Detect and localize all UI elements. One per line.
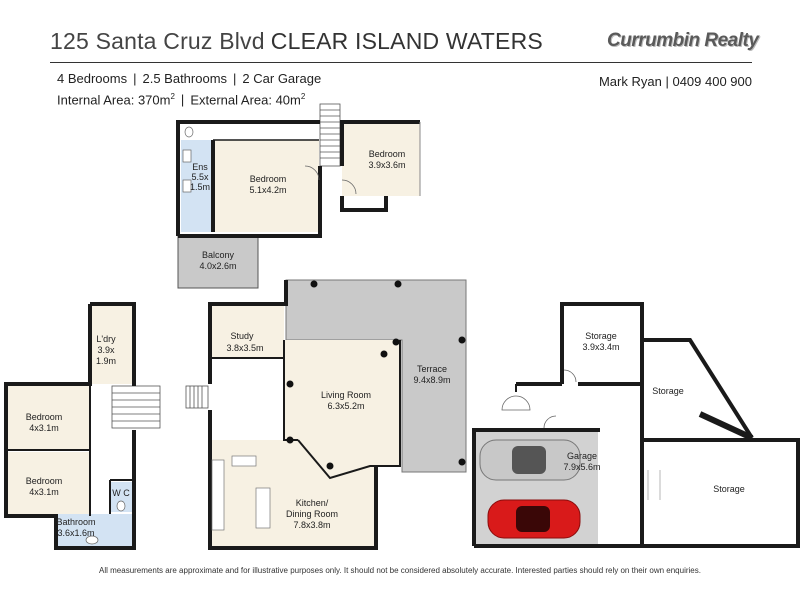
agent-phone[interactable]: 0409 400 900	[672, 74, 752, 89]
basin-icon	[182, 149, 192, 163]
specs-line-2: Internal Area: 370m2|External Area: 40m2	[57, 88, 321, 109]
right-wing	[472, 302, 800, 548]
upper-bedroom-label: Bedroom	[369, 149, 406, 159]
main-bedroom-area	[213, 140, 319, 232]
street-address: 125 Santa Cruz Blvd	[50, 28, 265, 54]
bedroom-a-area	[6, 386, 90, 450]
kitchen-island	[255, 487, 271, 529]
internal-area: Internal Area: 370m	[57, 92, 171, 108]
kitchen-bench	[211, 459, 225, 531]
ensuite-dim-2: 1.5m	[190, 182, 210, 192]
bathroom-label: Bathroom	[56, 517, 95, 527]
door-swing	[501, 395, 531, 411]
toilet-icon	[184, 126, 194, 138]
laundry-label: L'dry	[96, 334, 116, 344]
laundry-area	[92, 304, 134, 384]
upper-bedroom-dim: 3.9x3.6m	[368, 160, 405, 170]
spec-separator: |	[133, 71, 137, 86]
bedrooms-count: 4 Bedrooms	[57, 71, 128, 86]
bedroom-a-dim: 4x3.1m	[29, 423, 59, 433]
bedroom-a-label: Bedroom	[26, 412, 63, 422]
kitchen-label-2: Dining Room	[286, 509, 338, 519]
door-swing	[341, 179, 357, 195]
storage-a-area	[562, 304, 640, 382]
agent-separator: |	[665, 74, 669, 89]
header-divider	[50, 62, 752, 63]
garage-count: 2 Car Garage	[242, 71, 322, 86]
property-specs: 4 Bedrooms | 2.5 Bathrooms | 2 Car Garage In…	[57, 70, 321, 109]
upper-bedroom-area	[342, 122, 420, 196]
laundry-dim-2: 1.9m	[96, 356, 116, 366]
left-wing	[4, 302, 161, 550]
main-bedroom-label: Bedroom	[250, 174, 287, 184]
disclaimer: All measurements are approximate and for…	[99, 566, 701, 575]
upper-walls	[176, 120, 420, 238]
specs-line-1: 4 Bedrooms | 2.5 Bathrooms | 2 Car Garage	[57, 70, 321, 88]
brand-logo: Currumbin Realty	[607, 30, 759, 51]
left-stair	[111, 385, 161, 429]
terrace-posts	[286, 280, 466, 470]
basin-icon	[182, 179, 192, 193]
agent-name: Mark Ryan	[598, 74, 662, 89]
area-superscript: 2	[300, 92, 306, 101]
balcony-label: Balcony	[202, 250, 235, 260]
left-walls	[4, 302, 136, 550]
silver-car-icon	[479, 439, 581, 481]
living-label: Living Room	[321, 390, 371, 400]
bedroom-b-area	[6, 452, 90, 514]
ensuite-label: Ens	[192, 162, 208, 172]
central-level	[185, 279, 467, 550]
balcony-dim: 4.0x2.6m	[199, 261, 236, 271]
upper-stair	[319, 103, 341, 167]
bathrooms-count: 2.5 Bathrooms	[142, 71, 228, 86]
storage-a-dim: 3.9x3.4m	[582, 342, 619, 352]
door-swing	[304, 165, 320, 181]
upper-level	[176, 103, 421, 289]
basin-icon	[85, 535, 99, 545]
ensuite-dim-1: 5.5x	[191, 172, 209, 182]
kitchen-area	[210, 440, 376, 548]
central-walls	[208, 280, 401, 550]
spec-separator: |	[180, 92, 185, 108]
terrace-label: Terrace	[417, 364, 447, 374]
storage-a-label: Storage	[585, 331, 617, 341]
bathroom-dim: 3.6x1.6m	[57, 528, 94, 538]
suburb: CLEAR ISLAND WATERS	[270, 28, 543, 54]
main-bedroom-dim: 5.1x4.2m	[249, 185, 286, 195]
agent-contact: Mark Ryan | 0409 400 900	[599, 74, 752, 89]
door-swing	[563, 369, 577, 383]
bedroom-b-label: Bedroom	[26, 476, 63, 486]
balcony-area	[177, 235, 259, 289]
wc-area	[110, 482, 132, 512]
living-dim: 6.3x5.2m	[327, 401, 364, 411]
laundry-dim-1: 3.9x	[97, 345, 115, 355]
study-area	[210, 304, 284, 358]
kitchen-dim: 7.8x3.8m	[293, 520, 330, 530]
living-area	[284, 340, 400, 478]
garage-label: Garage	[567, 451, 597, 461]
external-area: External Area: 40m	[190, 92, 301, 108]
red-car-icon	[487, 499, 581, 539]
bedroom-b-dim: 4x3.1m	[29, 487, 59, 497]
wc-label: W C	[112, 488, 130, 498]
area-superscript: 2	[170, 92, 175, 101]
garage-dim: 7.9x5.6m	[563, 462, 600, 472]
storage-b-label: Storage	[652, 386, 684, 396]
study-label: Study	[230, 331, 254, 341]
right-walls	[472, 302, 800, 548]
storage-shelf	[647, 470, 661, 500]
spec-separator: |	[233, 71, 237, 86]
storage-c-label: Storage	[713, 484, 745, 494]
kitchen-label: Kitchen/	[296, 498, 329, 508]
door-swing	[543, 415, 557, 429]
study-dim: 3.8x3.5m	[226, 343, 263, 353]
toilet-icon	[116, 500, 126, 512]
kitchen-cabinet	[231, 455, 257, 467]
central-stair	[185, 385, 209, 409]
terrace-dim: 9.4x8.9m	[413, 375, 450, 385]
